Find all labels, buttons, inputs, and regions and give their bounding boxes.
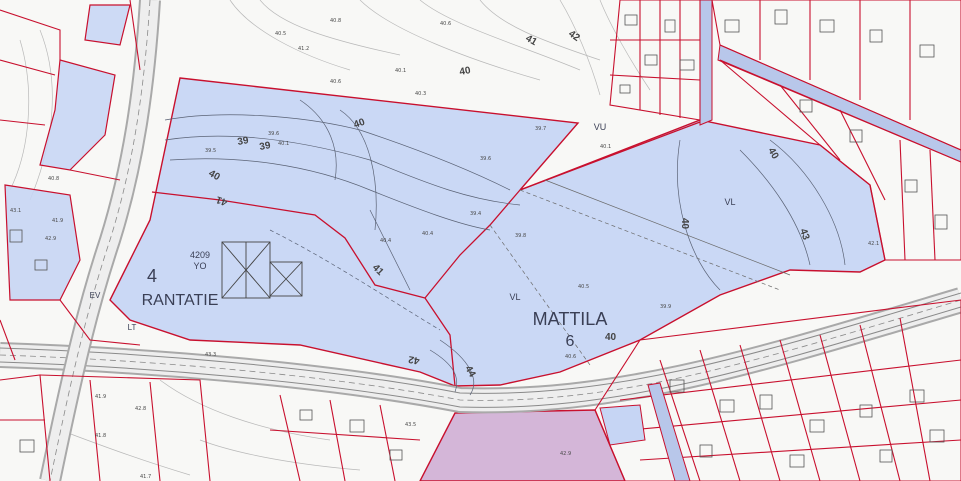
- spot-height: 40.3: [415, 91, 426, 97]
- spot-height: 40.4: [422, 231, 433, 237]
- se-street: [647, 382, 691, 481]
- label-yo-code: YO: [193, 261, 206, 271]
- plan-area-purple[interactable]: [419, 409, 626, 481]
- contour-40-ne: 40: [765, 146, 780, 162]
- contour-44: 44: [462, 364, 477, 380]
- spot-height: 42.1: [868, 241, 879, 247]
- plan-area-contours: [164, 99, 846, 396]
- spot-height: 39.6: [268, 131, 279, 137]
- contour-42-a: 42: [407, 353, 420, 366]
- spot-height: 40.1: [600, 144, 611, 150]
- background-contours: [9, 0, 651, 476]
- spot-height: 39.5: [205, 148, 216, 154]
- label-vu: VU: [594, 122, 607, 132]
- spot-height: 40.4: [380, 238, 391, 244]
- plan-inner-boundaries: [151, 121, 701, 387]
- spot-height: 40.8: [330, 18, 341, 24]
- spot-height: 39.9: [660, 304, 671, 310]
- contour-39-b: 39: [259, 140, 272, 153]
- label-rantatie-name: RANTATIE: [142, 292, 219, 309]
- spot-height: 40.6: [440, 21, 451, 27]
- spot-heights: 40.5 40.8 40.6 41.2 40.1 40.6 40.3 39.7 …: [10, 18, 879, 480]
- spot-height: 42.9: [560, 451, 571, 457]
- label-ev: EV: [90, 291, 101, 300]
- label-yo-number: 4209: [190, 250, 210, 260]
- spot-height: 39.4: [470, 211, 481, 217]
- spot-height: 40.5: [578, 284, 589, 290]
- spot-height: 39.8: [515, 233, 526, 239]
- spot-height: 41.9: [95, 394, 106, 400]
- spot-height: 39.7: [535, 126, 546, 132]
- contour-40-n: 40: [605, 332, 617, 343]
- contour-40-mid: 40: [352, 117, 367, 131]
- buildings: [9, 9, 948, 468]
- yo-building-symbol: [221, 241, 303, 299]
- north-south-road: [39, 0, 161, 481]
- spot-height: 41.8: [95, 433, 106, 439]
- label-mattila-number: 6: [566, 333, 575, 350]
- contour-40-road: 40: [207, 168, 223, 183]
- spot-height: 40.6: [565, 354, 576, 360]
- spot-height: 39.6: [480, 156, 491, 162]
- spot-height: 42.9: [45, 236, 56, 242]
- contour-40-east: 40: [679, 218, 690, 230]
- label-rantatie-number: 4: [147, 266, 157, 286]
- label-lt: LT: [128, 323, 137, 332]
- label-vl-east: VL: [724, 197, 735, 207]
- residential-parcels-se: [594, 299, 961, 481]
- ne-street: [699, 0, 713, 126]
- residential-parcels-sw: [0, 374, 421, 481]
- spot-height: 40.5: [275, 31, 286, 37]
- residential-parcels-nw: [0, 0, 141, 361]
- spot-height: 43.5: [405, 422, 416, 428]
- spot-height: 40.1: [395, 68, 406, 74]
- spot-height: 43.1: [10, 208, 21, 214]
- spot-height: 43.3: [205, 352, 216, 358]
- residential-parcels-ne: [609, 0, 961, 261]
- spot-height: 42.8: [135, 406, 146, 412]
- main-road: [0, 287, 961, 414]
- label-mattila-name: MATTILA: [533, 309, 608, 329]
- spot-height: 41.2: [298, 46, 309, 52]
- contour-40-top: 40: [459, 65, 472, 78]
- plan-area-left-top[interactable]: [84, 4, 131, 46]
- sw-street: [599, 404, 646, 446]
- spot-height: 40.6: [330, 79, 341, 85]
- contour-41-a: 41: [214, 193, 229, 207]
- spot-height: 40.8: [48, 176, 59, 182]
- spot-height: 41.9: [52, 218, 63, 224]
- label-vl-west: VL: [509, 292, 520, 302]
- contour-41: 41: [524, 33, 540, 48]
- contour-39: 39: [237, 135, 250, 148]
- contour-43: 43: [797, 227, 811, 242]
- plan-area-left-corridor[interactable]: [4, 184, 81, 301]
- spot-height: 41.7: [140, 474, 151, 480]
- spot-height: 40.1: [278, 141, 289, 147]
